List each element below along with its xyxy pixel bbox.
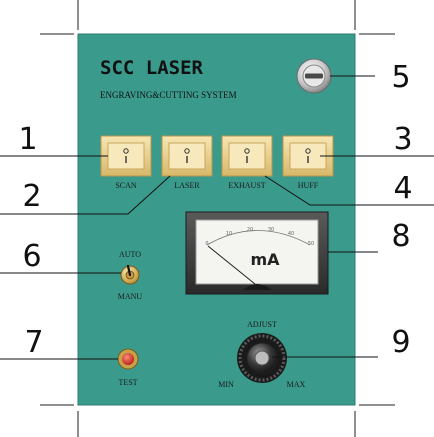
toggle-label-auto: AUTO <box>119 250 141 259</box>
ammeter: 0 10 20 30 40 50 mA <box>185 211 329 295</box>
knob-label-adjust: ADJUST <box>247 320 277 329</box>
knob-label-min: MIN <box>218 380 234 389</box>
meter-tick-10: 10 <box>226 231 232 237</box>
test-button-label: TEST <box>118 378 137 387</box>
meter-tick-0: 0 <box>205 241 208 247</box>
switch-label-exhaust: EXHAUST <box>228 181 265 190</box>
switch-label-scan: SCAN <box>115 181 137 190</box>
callout-2: 2 <box>22 179 41 214</box>
knob-label-max: MAX <box>287 380 306 389</box>
meter-unit: mA <box>250 250 280 269</box>
callout-6: 6 <box>22 239 41 274</box>
key-switch[interactable] <box>296 58 332 94</box>
panel-title: SCC LASER <box>100 57 204 79</box>
rocker-switch-laser[interactable] <box>161 135 213 177</box>
callout-3: 3 <box>393 122 412 157</box>
key-slot-icon <box>305 73 323 79</box>
test-button[interactable] <box>117 348 139 370</box>
meter-scale-arc <box>206 230 311 246</box>
rocker-switch-exhaust[interactable] <box>221 135 273 177</box>
crop-marks <box>40 0 395 437</box>
meter-tick-20: 20 <box>247 227 253 233</box>
callout-4: 4 <box>393 171 412 206</box>
auto-manu-toggle[interactable] <box>120 264 140 285</box>
rocker-switch-scan[interactable] <box>100 135 152 177</box>
callout-7: 7 <box>24 325 43 360</box>
callout-9: 9 <box>391 325 410 360</box>
switch-label-huff: HUFF <box>298 181 319 190</box>
callout-1: 1 <box>18 122 37 157</box>
adjust-knob[interactable] <box>237 333 287 383</box>
meter-pivot <box>243 284 272 290</box>
callout-5: 5 <box>391 60 410 95</box>
callout-8: 8 <box>391 219 410 254</box>
meter-needle <box>207 245 256 285</box>
callout-leaders <box>0 75 434 360</box>
meter-tick-50: 50 <box>308 241 314 247</box>
meter-tick-30: 30 <box>268 227 274 233</box>
toggle-label-manu: MANU <box>118 292 143 301</box>
switch-label-laser: LASER <box>174 181 200 190</box>
panel-subtitle: ENGRAVING&CUTTING SYSTEM <box>100 90 237 100</box>
meter-tick-40: 40 <box>288 231 294 237</box>
